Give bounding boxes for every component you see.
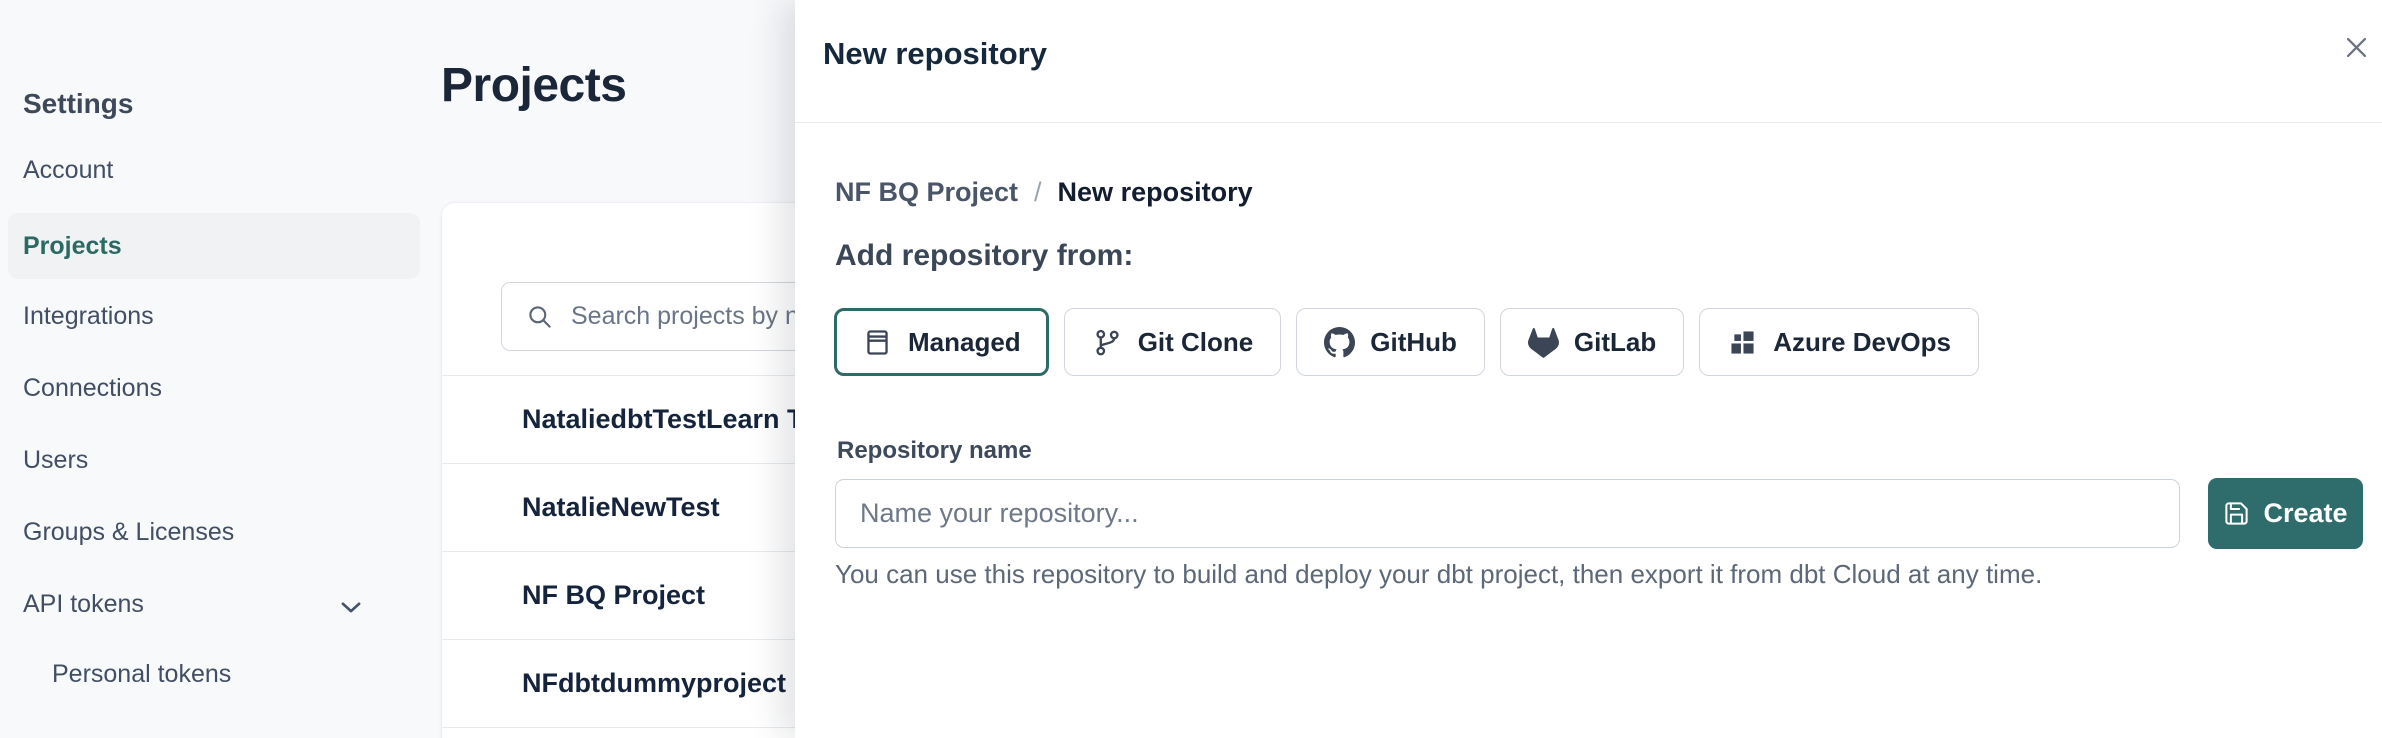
sidebar-item-users[interactable]: Users [23,446,89,474]
github-icon [1324,326,1356,358]
repository-name-label: Repository name [837,437,1032,464]
save-icon [2223,500,2250,527]
sidebar-item-integrations[interactable]: Integrations [23,302,154,330]
breadcrumb-parent[interactable]: NF BQ Project [835,177,1019,207]
modal-header: New repository [795,0,2382,123]
sidebar-item-api-tokens[interactable]: API tokens [23,590,144,618]
project-name: NataliedbtTestLearn T [522,404,804,434]
chevron-down-icon[interactable] [338,594,364,620]
source-label: Git Clone [1137,326,1254,357]
repository-helper-text: You can use this repository to build and… [835,559,2043,589]
add-repository-heading: Add repository from: [835,239,1134,272]
project-name: NFdbtdummyproject [522,668,787,698]
gitlab-source-button[interactable]: GitLab [1499,308,1685,376]
sidebar-item-connections[interactable]: Connections [23,374,162,402]
source-label: GitLab [1573,326,1657,357]
close-icon[interactable] [2333,24,2379,70]
create-button-label: Create [2263,498,2348,528]
project-name: NF BQ Project [522,580,706,610]
breadcrumb: NF BQ Project / New repository [835,177,1253,208]
source-label: Azure DevOps [1773,326,1951,357]
git-branch-icon [1092,327,1123,358]
github-source-button[interactable]: GitHub [1296,308,1485,376]
sidebar-item-account[interactable]: Account [23,156,114,184]
sidebar-item-personal-tokens[interactable]: Personal tokens [52,660,232,688]
sidebar-item-groups-licenses[interactable]: Groups & Licenses [23,518,235,546]
modal-title: New repository [823,36,1047,71]
breadcrumb-current: New repository [1057,177,1253,207]
repo-icon [862,327,893,358]
breadcrumb-separator: / [1034,177,1042,207]
settings-sidebar: Settings Account Projects Integrations C… [0,0,432,738]
repository-name-field[interactable] [835,479,2180,548]
managed-source-button[interactable]: Managed [834,308,1049,376]
repository-source-options: Managed Git Clone GitHub GitLab [834,308,1979,376]
sidebar-title: Settings [23,88,134,119]
azure-devops-source-button[interactable]: Azure DevOps [1699,308,1979,376]
source-label: Managed [908,326,1021,357]
page-title: Projects [441,59,627,112]
search-icon [526,303,553,330]
new-repository-modal: New repository NF BQ Project / New repos… [795,0,2382,738]
git-clone-source-button[interactable]: Git Clone [1063,308,1282,376]
source-label: GitHub [1370,326,1457,357]
repository-name-input[interactable] [860,498,2155,529]
sidebar-item-label: Projects [23,231,122,260]
modal-body: NF BQ Project / New repository Add repos… [795,123,2382,737]
project-name: NatalieNewTest [522,492,720,522]
create-button[interactable]: Create [2208,478,2363,549]
gitlab-icon [1527,327,1559,358]
sidebar-item-projects[interactable]: Projects [8,213,420,279]
azure-devops-icon [1727,327,1758,358]
